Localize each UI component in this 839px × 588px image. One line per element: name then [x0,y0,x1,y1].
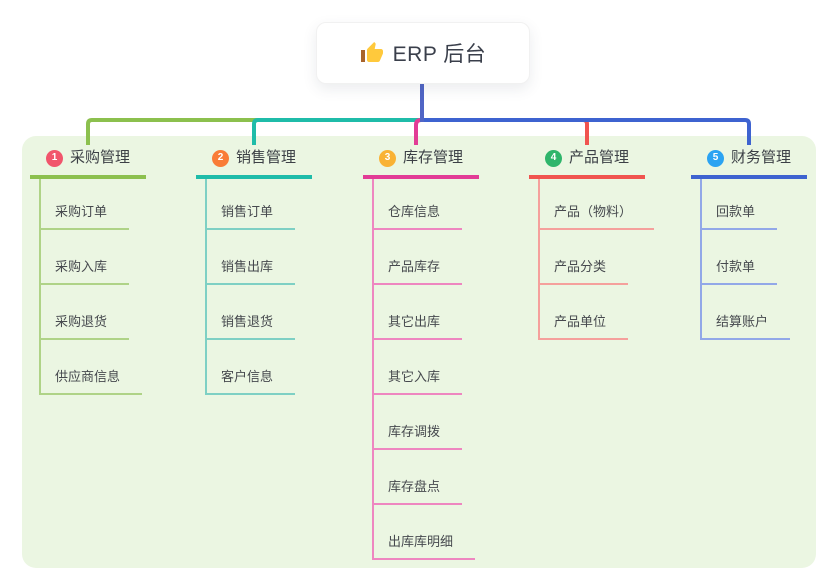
child-node-label: 采购退货 [41,314,130,340]
root-node-label: ERP 后台 [392,43,487,66]
branch-title-finance[interactable]: 5 财务管理 [691,149,807,179]
child-node-label: 产品分类 [540,259,629,285]
child-node[interactable]: 供应商信息 [41,340,143,395]
branch-inventory: 3 库存管理仓库信息产品库存其它出库其它入库库存调拨库存盘点出库库明细 [363,149,479,560]
child-node-label: 客户信息 [207,369,296,395]
child-node[interactable]: 回款单 [702,179,790,230]
child-node-label: 销售出库 [207,259,296,285]
child-node[interactable]: 采购入库 [41,230,142,285]
child-node[interactable]: 付款单 [702,230,790,285]
branch-label: 财务管理 [730,149,791,166]
child-node-label: 供应商信息 [41,369,143,395]
child-node-label: 付款单 [702,259,778,285]
child-node-label: 采购订单 [41,204,130,230]
child-node-label: 结算账户 [702,314,791,340]
branch-purchase: 1 采购管理采购订单采购入库采购退货供应商信息 [30,149,146,395]
child-node[interactable]: 其它入库 [374,340,475,395]
branch-sales: 2 销售管理销售订单销售出库销售退货客户信息 [196,149,312,395]
child-node[interactable]: 结算账户 [702,285,791,340]
child-node[interactable]: 出库库明细 [374,505,476,560]
child-node[interactable]: 销售订单 [207,179,296,230]
branch-children-finance: 回款单付款单结算账户 [700,179,791,340]
branch-number-badge: 5 [706,149,724,167]
branch-label: 库存管理 [402,149,463,166]
branch-title-purchase[interactable]: 1 采购管理 [30,149,146,179]
branch-number-badge: 2 [211,149,229,167]
branch-title-inventory[interactable]: 3 库存管理 [363,149,479,179]
child-node[interactable]: 采购订单 [41,179,142,230]
child-node-label: 其它入库 [374,369,463,395]
child-node-label: 产品单位 [540,314,629,340]
child-node-label: 销售订单 [207,204,296,230]
branch-label: 销售管理 [235,149,296,166]
child-node[interactable]: 产品库存 [374,230,475,285]
child-node[interactable]: 产品单位 [540,285,654,340]
child-node[interactable]: 采购退货 [41,285,142,340]
child-node-label: 库存调拨 [374,424,463,450]
child-node[interactable]: 产品分类 [540,230,654,285]
branch-finance: 5 财务管理回款单付款单结算账户 [691,149,807,340]
child-node[interactable]: 客户信息 [207,340,296,395]
child-node-label: 其它出库 [374,314,463,340]
child-node-label: 采购入库 [41,259,130,285]
branch-label: 采购管理 [69,149,130,166]
thumbs-up-icon [360,42,383,62]
branch-children-sales: 销售订单销售出库销售退货客户信息 [205,179,296,395]
child-node[interactable]: 仓库信息 [374,179,475,230]
child-node-label: 库存盘点 [374,479,463,505]
child-node[interactable]: 库存调拨 [374,395,475,450]
child-node[interactable]: 库存盘点 [374,450,475,505]
branch-children-purchase: 采购订单采购入库采购退货供应商信息 [39,179,143,395]
branch-number-badge: 4 [544,149,562,167]
branch-title-sales[interactable]: 2 销售管理 [196,149,312,179]
child-node[interactable]: 销售退货 [207,285,296,340]
branch-product: 4 产品管理产品（物料） 产品分类产品单位 [529,149,655,340]
child-node-label: 出库库明细 [374,534,476,560]
root-node-erp[interactable]: ERP 后台 [316,22,530,84]
mindmap-background-panel [22,136,816,568]
child-node-label: 销售退货 [207,314,296,340]
child-node[interactable]: 销售出库 [207,230,296,285]
child-node-label: 产品库存 [374,259,463,285]
branch-children-inventory: 仓库信息产品库存其它出库其它入库库存调拨库存盘点出库库明细 [372,179,476,560]
child-node-label: 回款单 [702,204,778,230]
child-node[interactable]: 产品（物料） [540,179,655,230]
branch-number-badge: 3 [378,149,396,167]
child-node-label: 仓库信息 [374,204,463,230]
child-node[interactable]: 其它出库 [374,285,475,340]
child-node-label: 产品（物料） [540,204,655,230]
branch-children-product: 产品（物料） 产品分类产品单位 [538,179,655,340]
branch-number-badge: 1 [45,149,63,167]
branch-title-product[interactable]: 4 产品管理 [529,149,645,179]
branch-label: 产品管理 [568,149,629,166]
